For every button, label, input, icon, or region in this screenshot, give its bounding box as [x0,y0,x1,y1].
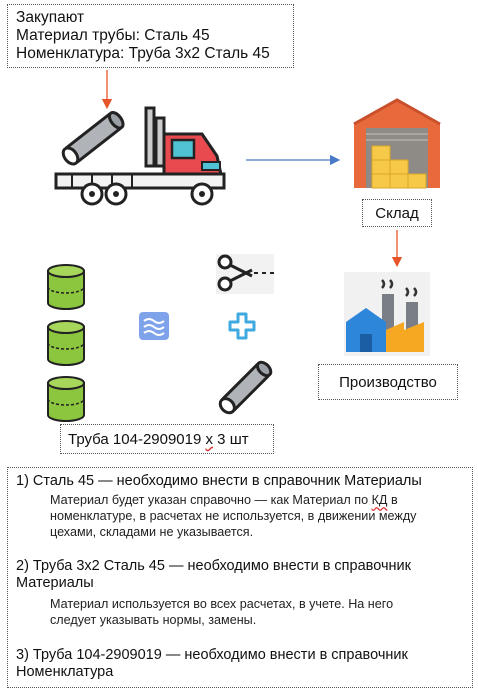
note-1-text-b: в [387,493,398,507]
pipe-label-mult: х [205,431,214,448]
note-1-text-a: Материал будет указан справочно — как Ма… [50,493,372,507]
note-2-title-1: 2) Труба 3х2 Сталь 45 — необходимо внест… [16,558,411,574]
transform-icon [139,312,169,340]
note-1-text-1: Материал будет указан справочно — как Ма… [50,492,398,508]
note-1-text-2-content: номенклатуре, в расчетах не используется… [50,509,417,523]
factory-icon [344,272,430,356]
billet-icon-3 [47,376,85,422]
pipe-label: Труба 104-2909019 х 3 шт [68,431,249,448]
purchase-title: Закупают [16,9,85,26]
note-2-text-1: Материал используется во всех расчетах, … [50,597,394,611]
scissors-icon [216,254,274,294]
note-1-text-2: номенклатуре, в расчетах не используется… [50,508,416,524]
note-1-text-3: цехами, складами не указывается. [50,525,254,539]
production-box: Производство [318,364,458,400]
warehouse-box: Склад [362,199,432,227]
pipe-label-name: Труба 104-2909019 [68,431,206,448]
billet-icon-2 [47,320,85,366]
pipe-label-box: Труба 104-2909019 х 3 шт [60,424,274,454]
purchase-info-box: Закупают Материал трубы: Сталь 45 Номенк… [7,4,294,68]
pipe-material-text: Материал трубы: Сталь 45 [16,27,210,44]
note-3-title-1: 3) Труба 104-2909019 — необходимо внести… [16,647,408,663]
billet-icon-1 [47,264,85,310]
note-3-title-2: Номенклатура [16,664,114,680]
truck-icon [54,106,226,206]
nomenclature-text: Номенклатура: Труба 3х2 Сталь 45 [16,45,270,62]
pipe-icon [218,360,273,415]
warehouse-label: Склад [375,205,419,222]
notes-box: 1) Сталь 45 — необходимо внести в справо… [7,467,473,688]
warehouse-icon [353,98,441,189]
note-1-title: 1) Сталь 45 — необходимо внести в справо… [16,473,422,489]
note-2-title-2: Материалы [16,575,94,591]
note-1-kd: КД [371,493,388,507]
note-2-text-2: следует указывать нормы, замены. [50,613,257,627]
pipe-label-qty: 3 шт [213,431,249,448]
production-label: Производство [339,374,437,391]
plus-icon [228,312,256,340]
